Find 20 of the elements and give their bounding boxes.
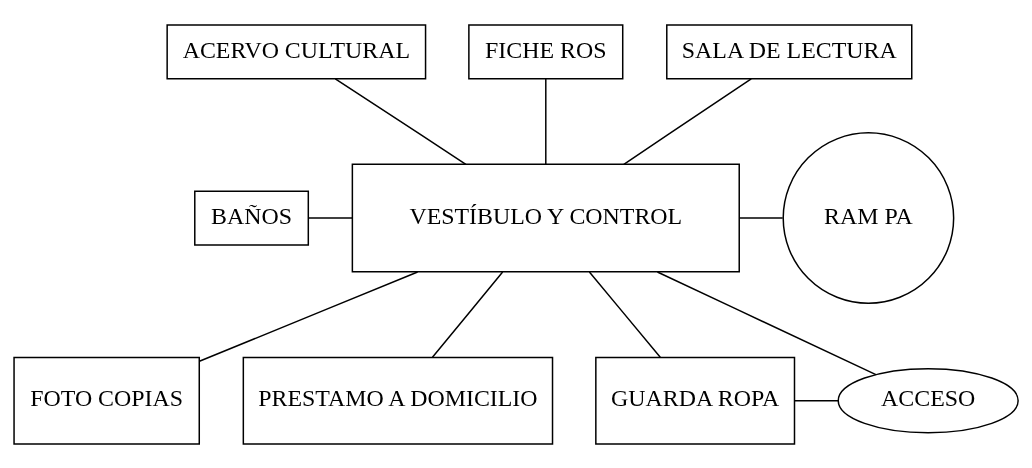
node-box: SALA DE LECTURA (666, 23, 913, 79)
connector (738, 216, 784, 219)
connector (623, 77, 752, 165)
connector (334, 77, 467, 165)
node-box: PRESTAMO A DOMICILIO (242, 356, 554, 445)
connector (431, 270, 504, 358)
connector (656, 270, 877, 375)
node-box: VESTÍBULO Y CONTROL (351, 163, 740, 273)
connector (198, 270, 419, 362)
node-box: ACERVO CULTURAL (166, 23, 427, 79)
node-box: GUARDA ROPA (595, 356, 796, 445)
connector (588, 270, 661, 358)
node-box: FICHE ROS (468, 23, 624, 79)
node-circle: RAM PA (782, 131, 955, 304)
node-ellipse: ACCESO (837, 367, 1019, 433)
connector (307, 216, 353, 219)
connector (545, 77, 547, 165)
node-box: BAÑOS (194, 189, 310, 246)
connector (794, 399, 839, 401)
node-box: FOTO COPIAS (13, 356, 200, 445)
